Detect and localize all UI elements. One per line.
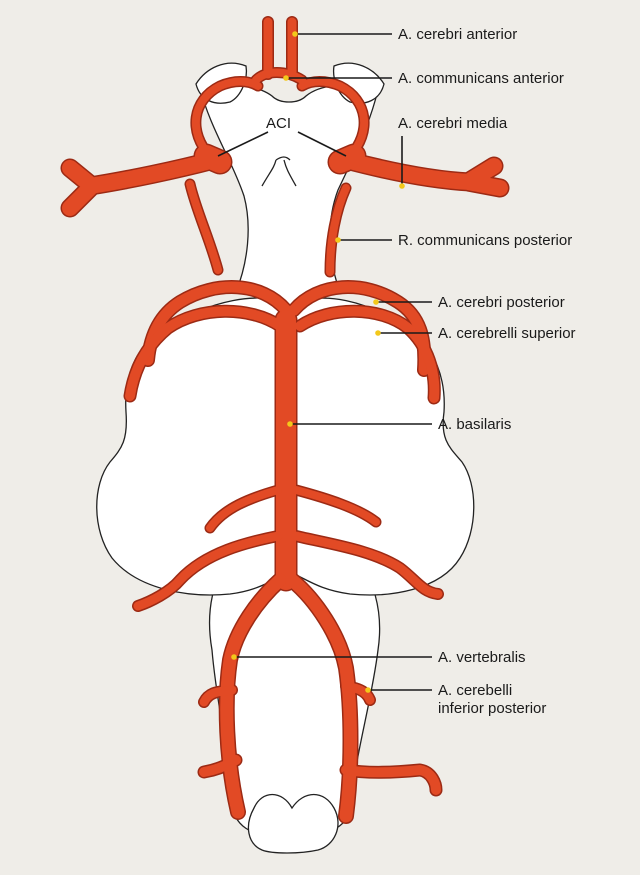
- label-communicans-posterior: R. communicans posterior: [398, 232, 572, 249]
- label-cerebrelli-superior: A. cerebrelli superior: [438, 325, 576, 342]
- marker-basilaris: [287, 421, 293, 427]
- label-cerebelli-inferior-line2: inferior posterior: [438, 700, 546, 717]
- label-basilaris: A. basilaris: [438, 416, 511, 433]
- label-vertebralis: A. vertebralis: [438, 649, 526, 666]
- label-cerebelli-inferior-line1: A. cerebelli: [438, 682, 512, 699]
- artery-aci-stump-right: [340, 156, 354, 162]
- marker-cerebri-media: [399, 183, 405, 189]
- marker-cerebelli-inferior: [365, 687, 371, 693]
- marker-cerebri-anterior: [292, 31, 298, 37]
- label-cerebri-anterior: A. cerebri anterior: [398, 26, 517, 43]
- marker-cerebri-posterior: [373, 299, 379, 305]
- marker-communicans-posterior: [335, 237, 341, 243]
- label-cerebri-media: A. cerebri media: [398, 115, 508, 132]
- artery-aci-stump-left: [206, 156, 220, 162]
- marker-cerebrelli-superior: [375, 330, 381, 336]
- label-aci: ACI: [266, 115, 291, 132]
- marker-communicans-anterior: [283, 75, 289, 81]
- label-cerebri-posterior: A. cerebri posterior: [438, 294, 565, 311]
- label-communicans-anterior: A. communicans anterior: [398, 70, 564, 87]
- marker-vertebralis: [231, 654, 237, 660]
